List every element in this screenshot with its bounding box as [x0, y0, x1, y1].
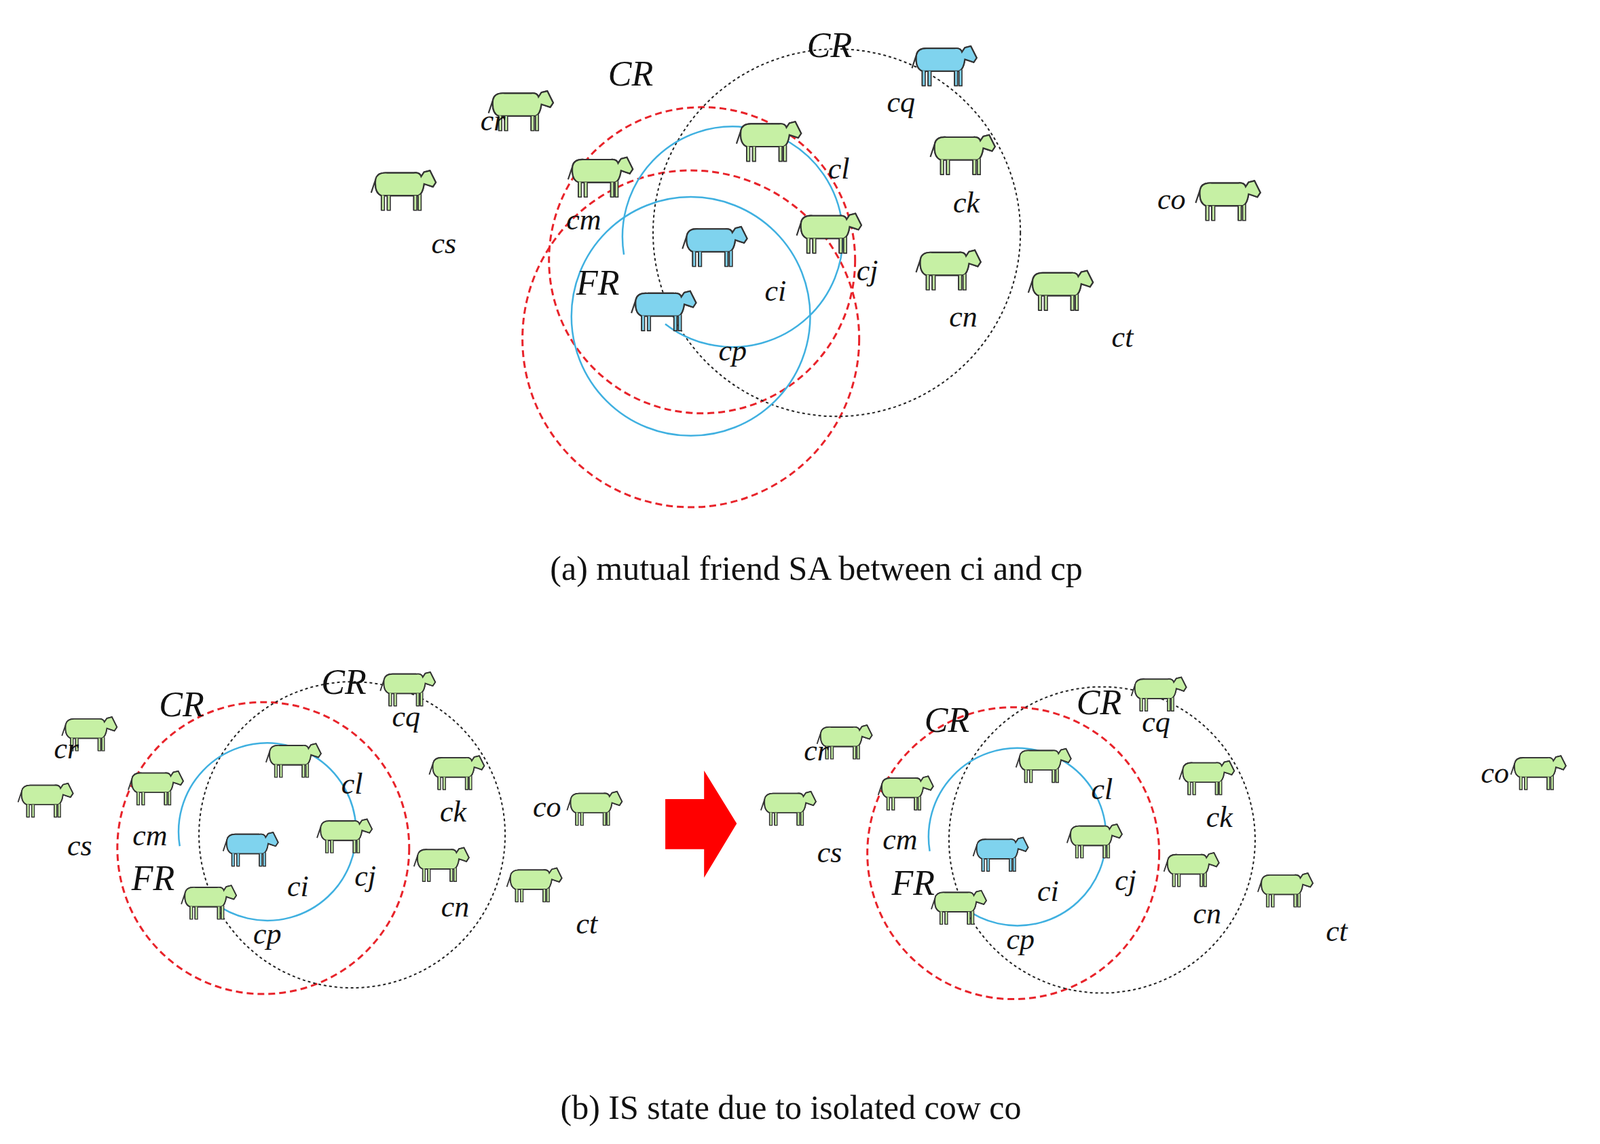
range-label: CR: [608, 53, 654, 94]
cow-label: cs: [431, 225, 457, 260]
cow-label: cj: [856, 253, 879, 288]
cow-icon: [1028, 270, 1093, 311]
cow-icon: [931, 890, 987, 925]
cow-icon: [266, 743, 322, 778]
cow-range-circle: [549, 107, 856, 414]
cow-icon: [566, 791, 622, 826]
cow-label: cq: [1141, 703, 1171, 739]
cow-icon: [878, 775, 934, 810]
cow-label: ct: [1111, 319, 1134, 355]
cow-label: ci: [287, 868, 309, 903]
cow-label: cp: [718, 332, 748, 368]
cow-label: ck: [439, 794, 467, 829]
cow-label: cr: [803, 732, 829, 768]
cow-label: ct: [1325, 913, 1348, 948]
cow-label: co: [1480, 754, 1510, 790]
cow-range-circle: [867, 707, 1160, 1000]
cow-icon: [911, 46, 977, 86]
range-label: FR: [576, 262, 620, 303]
cow-icon: [973, 837, 1029, 872]
cow-range-circle: [653, 48, 1021, 417]
cow-icon: [568, 157, 633, 197]
cow-icon: [1195, 180, 1260, 220]
cow-label: cp: [253, 916, 282, 952]
cow-label: ct: [575, 906, 598, 941]
friend-range-circle: [571, 196, 811, 436]
cow-label: ci: [1037, 873, 1059, 909]
cow-icon: [1016, 748, 1072, 783]
range-label: CR: [807, 25, 852, 66]
cow-icon: [18, 783, 74, 818]
cow-icon: [682, 226, 747, 267]
cow-label: cs: [67, 827, 93, 863]
cow-label: co: [532, 788, 562, 824]
cow-icon: [796, 213, 862, 253]
cow-icon: [631, 291, 696, 331]
cow-icon: [1067, 824, 1123, 859]
cow-label: cr: [53, 730, 79, 766]
cow-label: cm: [882, 821, 918, 857]
cow-label: ci: [765, 273, 787, 309]
cow-icon: [429, 755, 485, 790]
cow-label: cr: [480, 103, 506, 138]
cow-icon: [760, 791, 816, 826]
cow-icon: [414, 847, 470, 882]
cow-label: cq: [887, 84, 916, 120]
cow-label: ck: [953, 184, 980, 220]
cow-icon: [1257, 872, 1313, 907]
cow-label: cn: [1193, 896, 1222, 931]
cow-icon: [507, 868, 563, 903]
cow-range-circle: [198, 681, 506, 988]
cow-icon: [317, 818, 372, 853]
range-label: CR: [321, 661, 366, 702]
cow-label: cm: [566, 202, 601, 237]
cow-icon: [223, 832, 279, 867]
cow-label: co: [1157, 181, 1186, 217]
cow-label: ck: [1206, 798, 1233, 834]
cow-label: cn: [441, 888, 470, 924]
range-label: FR: [131, 857, 176, 898]
transition-arrow: [665, 770, 737, 878]
cow-icon: [736, 121, 802, 161]
cow-icon: [1511, 755, 1567, 790]
cow-icon: [1179, 760, 1235, 795]
cow-label: cl: [828, 151, 850, 186]
cow-label: cm: [132, 817, 167, 852]
cow-label: cq: [392, 699, 421, 734]
range-label: FR: [891, 862, 936, 903]
cow-icon: [930, 135, 996, 175]
cow-label: cs: [817, 834, 843, 870]
panel-caption: (b) IS state due to isolated cow co: [560, 1087, 1021, 1127]
cow-range-circle: [949, 686, 1256, 994]
cow-icon: [1164, 852, 1220, 887]
cow-label: cp: [1006, 921, 1035, 956]
range-label: CR: [1076, 682, 1122, 723]
cow-label: cn: [949, 298, 978, 334]
cow-label: cl: [341, 766, 364, 802]
cow-range-circle: [117, 701, 410, 994]
cow-icon: [128, 771, 184, 806]
cow-label: cl: [1091, 771, 1114, 806]
cow-label: cj: [1114, 862, 1137, 897]
cow-icon: [371, 170, 436, 210]
cow-icon: [916, 250, 981, 290]
cow-icon: [181, 885, 237, 920]
range-label: CR: [924, 699, 970, 740]
range-label: CR: [158, 684, 204, 725]
cow-label: cj: [354, 858, 377, 893]
panel-caption: (a) mutual friend SA between ci and cp: [549, 548, 1083, 588]
